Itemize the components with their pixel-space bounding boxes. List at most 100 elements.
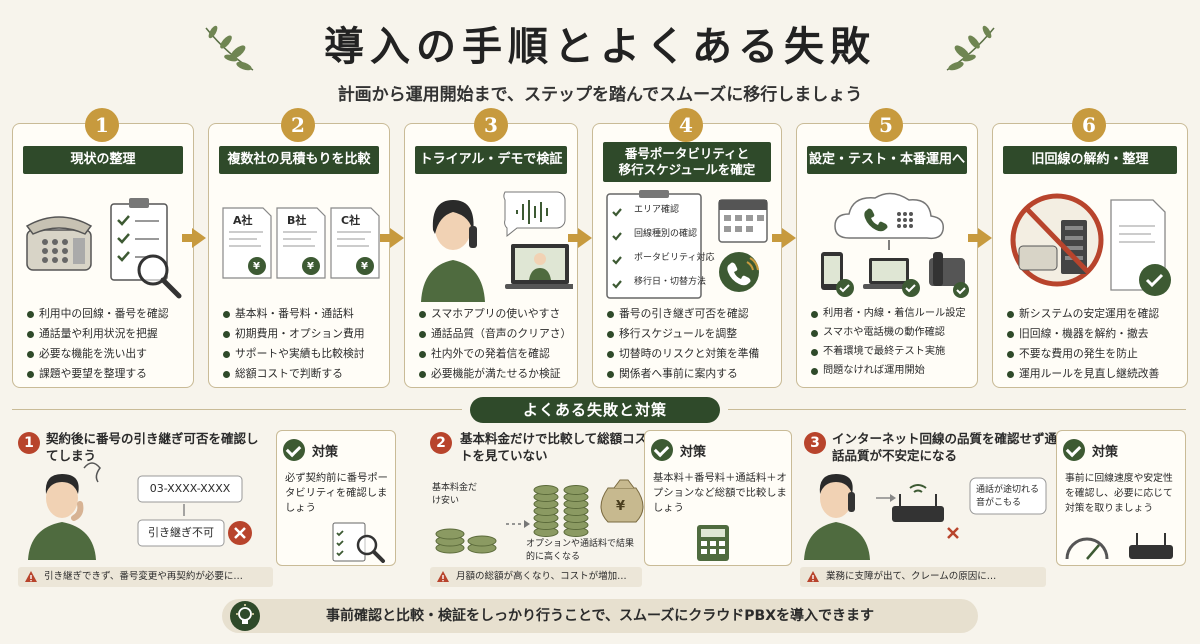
bullet-item: 移行スケジュールを調整 <box>605 324 775 344</box>
step-header-line: 番号ポータビリティと <box>624 146 750 162</box>
failure-panel-3: 3 インターネット回線の品質を確認せず通話品質が不安定になる 通話が途切れる音が… <box>800 428 1190 590</box>
step-bullets: 新システムの安定運用を確認 旧回線・機器を解約・撤去 不要な費用の発生を防止 運… <box>1005 304 1181 384</box>
checklist-item: エリア確認 <box>634 205 680 215</box>
failure-number-badge: 2 <box>430 432 452 454</box>
company-label-b: B社 <box>287 214 307 227</box>
warning-text: 業務に支障が出て、クレームの原因に… <box>826 571 997 582</box>
failure-warning: 月額の総額が高くなり、コストが増加… <box>430 567 642 587</box>
flow-arrow-icon <box>968 228 992 248</box>
failures-section-title: よくある失敗と対策 <box>470 397 720 423</box>
bullet-item: 関係者へ事前に案内する <box>605 364 775 384</box>
countermeasure-text: 事前に回線速度や安定性を確認し、必要に応じて対策を取りましょう <box>1065 473 1173 514</box>
countermeasure-label: 対策 <box>312 444 339 460</box>
step-header: 現状の整理 <box>23 146 183 174</box>
bullet-item: 旧回線・機器を解約・撤去 <box>1005 324 1181 344</box>
bullet-item: 不要な費用の発生を防止 <box>1005 344 1181 364</box>
woman-video-call-icon <box>421 191 575 302</box>
step-header: 番号ポータビリティと移行スケジュールを確定 <box>603 142 771 182</box>
flow-arrow-icon <box>182 228 206 248</box>
step-header-line: 移行スケジュールを確定 <box>618 162 756 177</box>
countermeasure-text: 必ず契約前に番号ポータビリティを確認しましょう <box>285 472 388 514</box>
failure-panel-2: 2 基本料金だけで比較して総額コストを見ていない 基本料金だけ安い ¥ オプショ… <box>410 428 795 590</box>
warning-icon <box>807 571 819 582</box>
bullet-item: 通話品質（音声のクリアさ） <box>417 324 571 344</box>
transfer-status-field: 引き継ぎ不可 <box>148 526 214 539</box>
bullet-item: 初期費用・オプション費用 <box>221 324 383 344</box>
step-bullets: スマホアプリの使いやすさ 通話品質（音声のクリアさ） 社内外での発着信を確認 必… <box>417 304 571 384</box>
leaf-decoration-left-icon <box>205 25 254 71</box>
step-header: トライアル・デモで検証 <box>415 146 567 174</box>
warning-icon <box>437 571 449 582</box>
countermeasure-label: 対策 <box>1092 444 1119 460</box>
bottom-message-banner: 事前確認と比較・検証をしっかり行うことで、スムーズにクラウドPBXを導入できます <box>222 599 978 633</box>
step-illustration <box>805 186 969 302</box>
bullet-item: 必要な機能を洗い出す <box>25 344 187 364</box>
bullet-item: 問題なければ運用開始 <box>809 361 971 380</box>
failure-warning: 引き継ぎできず、番号変更や再契約が必要に… <box>18 567 273 587</box>
bullet-item: サポートや実績も比較検討 <box>221 344 383 364</box>
warning-text: 引き継ぎできず、番号変更や再契約が必要に… <box>44 571 243 582</box>
failure-panel-1: 1 契約後に番号の引き継ぎ可否を確認してしまう 03-XXXX-XXXX 引き継… <box>14 428 399 590</box>
countermeasure-header: 対策 <box>283 439 338 461</box>
bullet-item: 基本料・番号料・通話料 <box>221 304 383 324</box>
phone-number-field: 03-XXXX-XXXX <box>149 482 231 495</box>
check-circle-icon <box>283 439 305 461</box>
step-number-badge: 4 <box>669 108 703 142</box>
bullet-item: 通話量や利用状況を把握 <box>25 324 187 344</box>
bullet-item: スマホアプリの使いやすさ <box>417 304 571 324</box>
countermeasure-label: 対策 <box>680 444 707 460</box>
step-card-2: 複数社の見積もりを比較 A社 B社 C社 ¥ ¥ ¥ 基本料・番号料・通話料 初… <box>208 123 390 388</box>
speed-gauge-router-icon <box>1065 533 1173 560</box>
step-card-4: 番号ポータビリティと移行スケジュールを確定 エリア確認 回線種別の確認 ポータビ… <box>592 123 782 388</box>
yen-icon: ¥ <box>307 261 314 272</box>
checklist-item: 移行日・切替方法 <box>634 277 707 287</box>
flow-arrow-icon <box>380 228 404 248</box>
bullet-item: 総額コストで判断する <box>221 364 383 384</box>
step-number-badge: 5 <box>869 108 903 142</box>
step-illustration: A社 B社 C社 ¥ ¥ ¥ <box>217 186 381 302</box>
step-illustration <box>1001 186 1179 302</box>
step-illustration: エリア確認 回線種別の確認 ポータビリティ対応 移行日・切替方法 <box>601 190 773 306</box>
failure-number-badge: 3 <box>804 432 826 454</box>
bullet-item: 切替時のリスクと対策を準備 <box>605 344 775 364</box>
step-number-badge: 1 <box>85 108 119 142</box>
step-illustration <box>413 186 575 302</box>
yen-icon: ¥ <box>616 499 626 514</box>
check-circle-icon <box>1063 439 1085 461</box>
warning-icon <box>25 571 37 582</box>
checklist-item: 回線種別の確認 <box>634 229 698 239</box>
step-header: 設定・テスト・本番運用へ <box>807 146 967 174</box>
company-label-a: A社 <box>233 214 253 227</box>
warning-text: 月額の総額が高くなり、コストが増加… <box>456 571 627 582</box>
coin-stacks-icon <box>435 479 644 554</box>
hidden-cost-note: オプションや通話料で結果的に高くなる <box>526 539 635 562</box>
lightbulb-icon <box>230 601 260 631</box>
bullet-item: 不着環境で最終テスト実施 <box>809 342 971 361</box>
step-card-1: 現状の整理 利用中の回線・番号を確認 通話量や利用状況を把握 必要な機能を洗い出… <box>12 123 194 388</box>
step-header: 旧回線の解約・整理 <box>1003 146 1177 174</box>
bullet-item: 運用ルールを見直し継続改善 <box>1005 364 1181 384</box>
bullet-item: 課題や要望を整理する <box>25 364 187 384</box>
checklist-item: ポータビリティ対応 <box>634 253 715 263</box>
failure-warning: 業務に支障が出て、クレームの原因に… <box>800 567 1046 587</box>
leaf-decoration-right-icon <box>946 25 995 71</box>
flow-arrow-icon <box>568 228 592 248</box>
failure-number-badge: 1 <box>18 432 40 454</box>
failure-title: インターネット回線の品質を確認せず通話品質が不安定になる <box>832 431 1058 463</box>
step-bullets: 番号の引き継ぎ可否を確認 移行スケジュールを調整 切替時のリスクと対策を準備 関… <box>605 304 775 384</box>
failure-title: 契約後に番号の引き継ぎ可否を確認してしまう <box>46 431 259 463</box>
bullet-item: 番号の引き継ぎ可否を確認 <box>605 304 775 324</box>
step-header: 複数社の見積もりを比較 <box>219 146 379 174</box>
step-number-badge: 2 <box>281 108 315 142</box>
flow-arrow-icon <box>772 228 796 248</box>
bullet-item: 利用中の回線・番号を確認 <box>25 304 187 324</box>
cloud-devices-icon <box>821 192 969 298</box>
divider <box>12 409 462 410</box>
countermeasure-card: 対策 事前に回線速度や安定性を確認し、必要に応じて対策を取りましょう <box>1056 430 1186 566</box>
divider <box>728 409 1186 410</box>
step-card-3: トライアル・デモで検証 スマホアプリの使いやすさ 通話品質（音声のクリアさ） 社… <box>404 123 578 388</box>
bullet-item: 利用者・内線・着信ルール設定 <box>809 304 971 323</box>
failure-title: 基本料金だけで比較して総額コストを見ていない <box>460 431 648 463</box>
step-number-badge: 3 <box>474 108 508 142</box>
step-bullets: 利用者・内線・着信ルール設定 スマホや電話機の動作確認 不着環境で最終テスト実施… <box>809 304 971 380</box>
